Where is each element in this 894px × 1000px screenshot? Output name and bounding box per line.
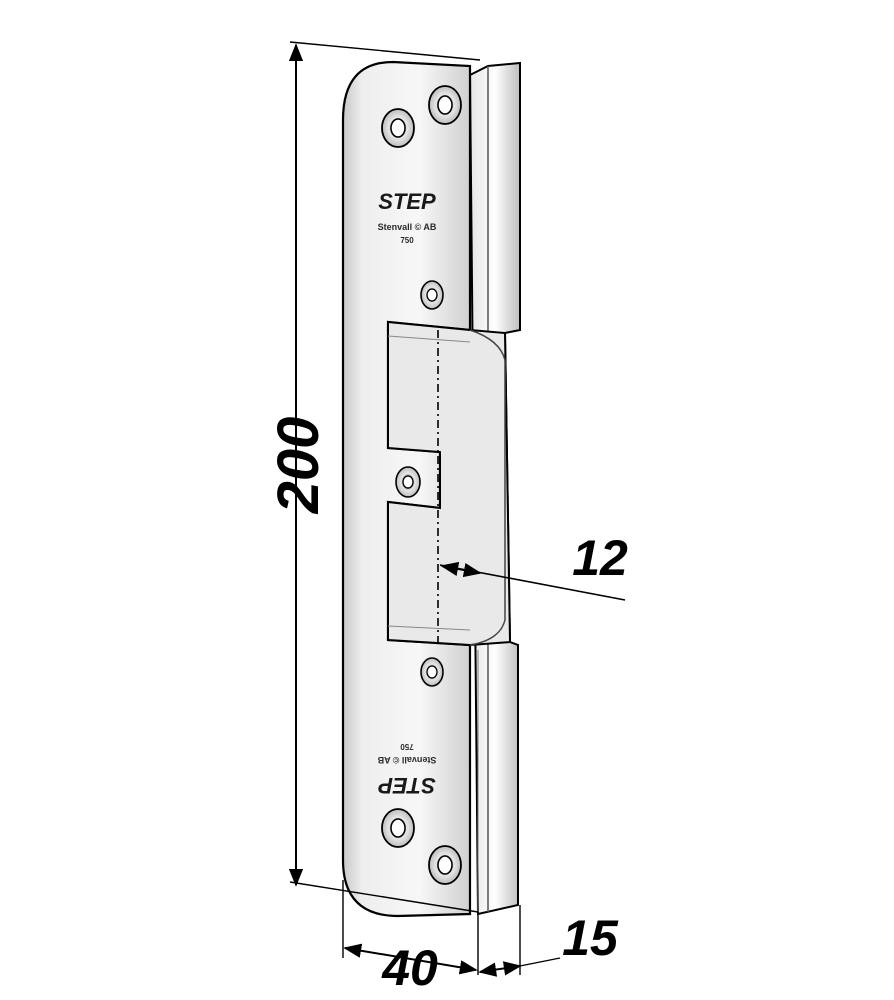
code-engraving-bottom: 750: [400, 742, 414, 751]
width-dimension: [342, 880, 479, 975]
brand-engraving-bottom: STEP: [378, 773, 436, 798]
offset-dimension-label: 12: [572, 530, 628, 586]
depth-dimension: [478, 905, 561, 977]
width-dimension-label: 40: [381, 940, 438, 996]
screw-hole-top-right: [428, 85, 462, 125]
height-dimension: [288, 41, 481, 913]
brand-engraving-top: STEP: [378, 189, 436, 214]
maker-engraving-top: Stenvall © AB: [378, 222, 437, 232]
screw-hole-bottom-left: [381, 808, 415, 848]
screw-hole-bottom-right: [428, 845, 462, 885]
screw-hole-middle: [395, 466, 421, 498]
code-engraving-top: 750: [400, 236, 414, 245]
depth-dimension-label: 15: [562, 910, 619, 966]
screw-hole-upper-center: [420, 280, 444, 310]
maker-engraving-bottom: Stenvall © AB: [377, 755, 436, 765]
screw-hole-lower-center: [420, 657, 444, 687]
screw-hole-top-left: [381, 108, 415, 148]
height-dimension-label: 200: [266, 417, 331, 515]
offset-dimension: [439, 561, 626, 601]
